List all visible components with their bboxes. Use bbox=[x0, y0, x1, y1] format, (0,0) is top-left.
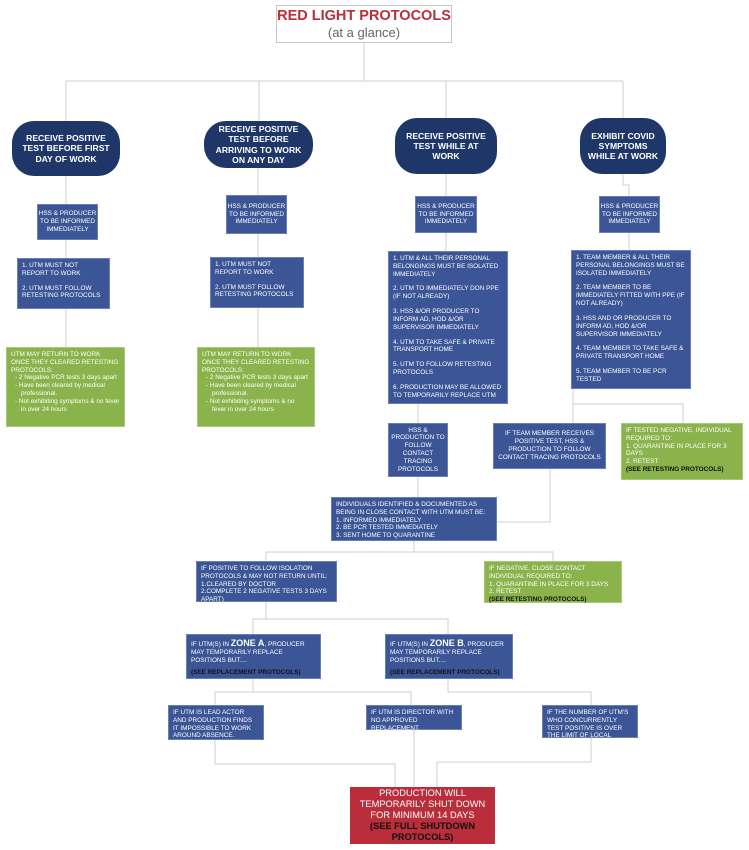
symptom-negative-box: IF TESTED NEGATIVE, INDIVIDUAL REQUIRED … bbox=[621, 423, 743, 480]
zone-a-label: ZONE A bbox=[230, 638, 265, 648]
header-positive-before-first-day: RECEIVE POSITIVE TEST BEFORE FIRST DAY O… bbox=[12, 121, 120, 176]
see-replacement-protocols: (SEE REPLACEMENT PROTOCOLS) bbox=[390, 668, 500, 676]
action-item: 1. UTM MUST NOT REPORT TO WORK bbox=[22, 262, 81, 277]
return-to-work-box-col1: UTM MAY RETURN TO WORK ONCE THEY CLEARED… bbox=[6, 347, 125, 427]
negative-line: 1. QUARANTINE IN PLACE FOR 3 DAYS bbox=[626, 442, 727, 458]
zone-a-box: IF UTM(S) IN ZONE A, PRODUCER MAY TEMPOR… bbox=[186, 634, 321, 679]
header-label: RECEIVE POSITIVE TEST BEFORE ARRIVING TO… bbox=[215, 124, 302, 165]
header-covid-symptoms: EXHIBIT COVID SYMPTOMS WHILE AT WORK bbox=[580, 118, 666, 174]
contact-positive-box: IF POSITIVE TO FOLLOW ISOLATION PROTOCOL… bbox=[196, 561, 337, 604]
symptom-positive-box: IF TEAM MEMBER RECEIVES POSITIVE TEST, H… bbox=[493, 423, 606, 469]
contact-negative-line: IF NEGATIVE, CLOSE CONTACT INDIVIDUAL RE… bbox=[489, 565, 586, 580]
page-subtitle: (at a glance) bbox=[327, 25, 401, 40]
contact-negative-box: IF NEGATIVE, CLOSE CONTACT INDIVIDUAL RE… bbox=[484, 561, 622, 603]
zone-b-label: ZONE B bbox=[429, 638, 464, 648]
contacts-line: 1. INFORMED IMMEDIATELY bbox=[336, 516, 422, 524]
action-item: 2. UTM MUST FOLLOW RETESTING PROTOCOLS bbox=[215, 283, 294, 299]
actions-box-col1: 1. UTM MUST NOT REPORT TO WORK 2. UTM MU… bbox=[17, 258, 110, 309]
contact-positive-line: 2.COMPLETE 2 NEGATIVE TESTS 3 DAYS APART… bbox=[201, 588, 327, 604]
zone-b-post: , PRODUCER MAY TEMPORARILY REPLACE POSIT… bbox=[390, 641, 504, 664]
contacts-line: 3. SENT HOME TO QUARANTINE bbox=[336, 532, 436, 540]
condition-lead-actor-box: IF UTM IS LEAD ACTOR AND PRODUCTION FIND… bbox=[168, 705, 264, 740]
action-item: 6. PRODUCTION MAY BE ALLOWED TO TEMPORAR… bbox=[393, 383, 502, 399]
contact-positive-line: IF POSITIVE TO FOLLOW ISOLATION PROTOCOL… bbox=[201, 565, 328, 580]
page-title: RED LIGHT PROTOCOLS bbox=[277, 8, 451, 24]
see-replacement-protocols: (SEE REPLACEMENT PROTOCOLS) bbox=[191, 668, 301, 676]
notify-box-col1: HSS & PRODUCER TO BE INFORMED IMMEDIATEL… bbox=[37, 204, 98, 240]
notify-box-col4: HSS & PRODUCER TO BE INFORMED IMMEDIATEL… bbox=[599, 196, 660, 233]
action-item: 3. HSS AND OR PRODUCER TO INFORM AD, HOD… bbox=[576, 314, 672, 338]
action-item: 5. UTM TO FOLLOW RETESTING PROTOCOLS bbox=[393, 361, 492, 376]
header-positive-before-arriving: RECEIVE POSITIVE TEST BEFORE ARRIVING TO… bbox=[204, 121, 313, 168]
contacts-line: INDIVIDUALS IDENTIFIED & DOCUMENTED AS B… bbox=[336, 501, 486, 516]
header-positive-while-at-work: RECEIVE POSITIVE TEST WHILE AT WORK bbox=[395, 118, 497, 174]
action-item: 3. HSS &/OR PRODUCER TO INFORM AD, HOD &… bbox=[393, 308, 480, 331]
notify-text: HSS & PRODUCER TO BE INFORMED IMMEDIATEL… bbox=[38, 210, 97, 233]
contact-positive-line: 1.CLEARED BY DOCTOR bbox=[201, 580, 277, 588]
action-item: 1. UTM & ALL THEIR PERSONAL BELONGINGS M… bbox=[393, 255, 499, 278]
return-bullet: - Not exhibiting symptoms & no fever in … bbox=[15, 397, 120, 413]
notify-box-col3: HSS & PRODUCER TO BE INFORMED IMMEDIATEL… bbox=[415, 196, 477, 233]
return-bullet: - Not exhibiting symptoms & no fever in … bbox=[206, 397, 295, 413]
positive-text: IF TEAM MEMBER RECEIVES POSITIVE TEST, H… bbox=[498, 430, 601, 461]
header-label: EXHIBIT COVID SYMPTOMS WHILE AT WORK bbox=[587, 130, 659, 162]
notify-box-col2: HSS & PRODUCER TO BE INFORMED IMMEDIATEL… bbox=[226, 195, 287, 234]
action-item: 4. UTM TO TAKE SAFE & PRIVATE TRANSPORT … bbox=[393, 338, 495, 354]
see-retesting-protocols: (SEE RETESTING PROTOCOLS) bbox=[489, 596, 587, 604]
action-item: 5. TEAM MEMBER TO BE PCR TESTED bbox=[576, 367, 667, 383]
see-retesting-protocols: (SEE RETESTING PROTOCOLS) bbox=[626, 466, 724, 474]
contact-tracing-box: HSS & PRODUCTION TO FOLLOW CONTACT TRACI… bbox=[388, 423, 448, 477]
condition-concurrent-positives-box: IF THE NUMBER OF UTM'S WHO CONCURRENTLY … bbox=[542, 705, 638, 747]
zone-b-box: IF UTM(S) IN ZONE B, PRODUCER MAY TEMPOR… bbox=[385, 634, 513, 679]
action-item: 1. TEAM MEMBER & ALL THEIR PERSONAL BELO… bbox=[576, 254, 685, 277]
close-contacts-box: INDIVIDUALS IDENTIFIED & DOCUMENTED AS B… bbox=[331, 497, 497, 541]
page-title-box: RED LIGHT PROTOCOLS (at a glance) bbox=[276, 5, 452, 43]
return-intro: UTM MAY RETURN TO WORK ONCE THEY CLEARED… bbox=[11, 351, 119, 374]
shutdown-text: PRODUCTION WILL TEMPORARILY SHUT DOWN FO… bbox=[359, 787, 486, 820]
return-bullet: - Have been cleared by medical professio… bbox=[15, 382, 105, 398]
return-intro: UTM MAY RETURN TO WORK ONCE THEY CLEARED… bbox=[202, 351, 310, 374]
condition-director-box: IF UTM IS DIRECTOR WITH NO APPROVED REPL… bbox=[366, 705, 462, 732]
condition-text: IF UTM IS LEAD ACTOR AND PRODUCTION FIND… bbox=[173, 709, 253, 740]
zone-a-post: , PRODUCER MAY TEMPORARILY REPLACE POSIT… bbox=[191, 641, 305, 664]
action-item: 4. TEAM MEMBER TO TAKE SAFE & PRIVATE TR… bbox=[576, 345, 684, 361]
action-item: 2. TEAM MEMBER TO BE IMMEDIATELY FITTED … bbox=[576, 284, 685, 308]
actions-box-col4: 1. TEAM MEMBER & ALL THEIR PERSONAL BELO… bbox=[571, 250, 691, 389]
actions-box-col3: 1. UTM & ALL THEIR PERSONAL BELONGINGS M… bbox=[388, 251, 508, 404]
action-item: 1. UTM MUST NOT REPORT TO WORK bbox=[215, 261, 274, 276]
zone-b-pre: IF UTM(S) IN bbox=[390, 641, 428, 648]
return-bullet: - 2 Negative PCR tests 3 days apart bbox=[15, 374, 117, 382]
contact-negative-line: 1. QUARANTINE IN PLACE FOR 3 DAYS bbox=[489, 580, 609, 588]
negative-line: IF TESTED NEGATIVE, INDIVIDUAL REQUIRED … bbox=[626, 427, 732, 442]
see-full-shutdown-protocols: (SEE FULL SHUTDOWN PROTOCOLS) bbox=[369, 821, 476, 843]
notify-text: HSS & PRODUCER TO BE INFORMED IMMEDIATEL… bbox=[227, 202, 286, 226]
notify-text: HSS & PRODUCER TO BE INFORMED IMMEDIATEL… bbox=[417, 202, 475, 226]
actions-box-col2: 1. UTM MUST NOT REPORT TO WORK 2. UTM MU… bbox=[210, 257, 304, 308]
zone-a-pre: IF UTM(S) IN bbox=[191, 641, 229, 648]
action-item: 2. UTM TO IMMEDIATELY DON PPE (IF NOT AL… bbox=[393, 285, 499, 301]
shutdown-box: PRODUCTION WILL TEMPORARILY SHUT DOWN FO… bbox=[350, 787, 495, 844]
notify-text: HSS & PRODUCER TO BE INFORMED IMMEDIATEL… bbox=[600, 202, 659, 226]
condition-text: IF THE NUMBER OF UTM'S WHO CONCURRENTLY … bbox=[547, 709, 629, 748]
condition-text: IF UTM IS DIRECTOR WITH NO APPROVED REPL… bbox=[371, 709, 454, 732]
return-to-work-box-col2: UTM MAY RETURN TO WORK ONCE THEY CLEARED… bbox=[197, 347, 315, 427]
header-label: RECEIVE POSITIVE TEST BEFORE FIRST DAY O… bbox=[22, 133, 110, 164]
action-item: 2. UTM MUST FOLLOW RETESTING PROTOCOLS bbox=[22, 284, 101, 300]
header-label: RECEIVE POSITIVE TEST WHILE AT WORK bbox=[406, 130, 486, 162]
return-bullet: - 2 Negative PCR tests 3 days apart bbox=[206, 374, 308, 382]
tracing-text: HSS & PRODUCTION TO FOLLOW CONTACT TRACI… bbox=[391, 426, 445, 473]
negative-line: 2. RETEST bbox=[626, 458, 659, 466]
contacts-line: 2. BE PCR TESTED IMMEDIATELY bbox=[336, 524, 438, 532]
contact-negative-line: 2. RETEST bbox=[489, 588, 522, 596]
return-bullet: - Have been cleared by medical professio… bbox=[206, 382, 296, 398]
